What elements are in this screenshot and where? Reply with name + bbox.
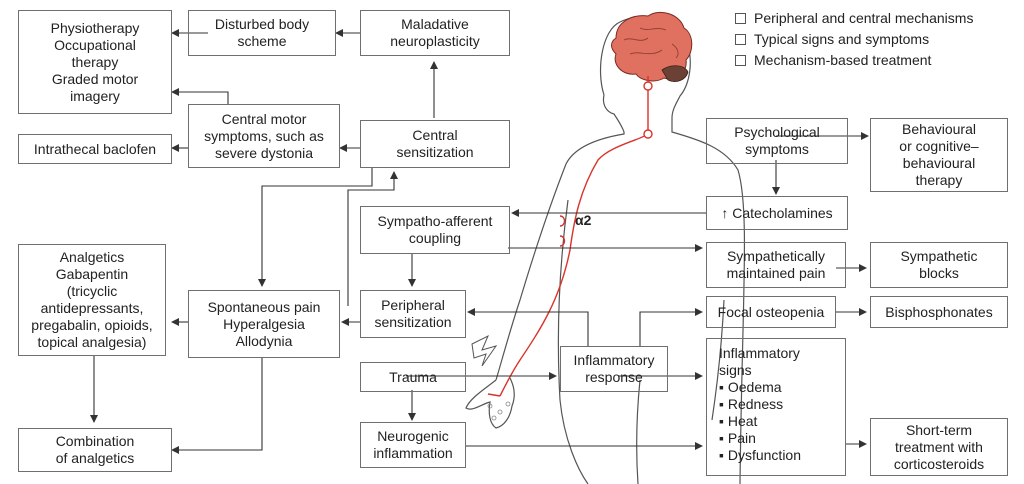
box-text-line: Sympathetic bbox=[900, 248, 978, 264]
box-text-line: Allodynia bbox=[235, 332, 293, 349]
box-focal-osteopenia: Focal osteopenia bbox=[706, 296, 836, 328]
box-text-line: Occupational bbox=[54, 36, 136, 53]
brain-icon bbox=[611, 12, 693, 82]
box-text-line: Behavioural bbox=[902, 121, 976, 137]
box-text-line: behavioural bbox=[902, 155, 976, 171]
box-text-line: therapy bbox=[71, 53, 119, 70]
box-text-line: sensitization bbox=[396, 144, 474, 160]
box-text-line: therapy bbox=[915, 172, 963, 188]
box-text-line: Short-term bbox=[905, 421, 973, 438]
box-text-line: sensitization bbox=[374, 314, 452, 330]
box-text-line: pregabalin, opioids, bbox=[31, 317, 153, 333]
box-text-line: of analgetics bbox=[55, 450, 135, 466]
box-text-line: Disturbed body bbox=[214, 16, 310, 32]
box-text-line: blocks bbox=[919, 265, 959, 281]
box-text-line: Peripheral bbox=[381, 297, 445, 313]
box-text-line: ↑ Catecholamines bbox=[721, 204, 833, 221]
box-text-line: Neurogenic bbox=[377, 428, 449, 444]
box-intrathecal-baclofen: Intrathecal baclofen bbox=[18, 134, 172, 164]
legend: Peripheral and central mechanisms Typica… bbox=[735, 8, 973, 71]
box-trauma: Trauma bbox=[360, 362, 466, 392]
box-text-line: coupling bbox=[408, 230, 462, 246]
box-text-line: ▪ Pain bbox=[719, 430, 756, 446]
box-text-line: Sympathetically bbox=[726, 248, 826, 264]
alpha2-receptor-label: α2 bbox=[575, 212, 592, 228]
box-text-line: Psychological bbox=[734, 124, 820, 140]
box-text-line: Gabapentin bbox=[55, 266, 129, 282]
legend-item-mechanisms: Peripheral and central mechanisms bbox=[735, 8, 973, 29]
box-text-line: topical analgesia) bbox=[37, 334, 147, 350]
box-text-line: Central motor bbox=[221, 110, 307, 127]
box-text-line: Trauma bbox=[389, 368, 437, 385]
box-text-line: Sympatho-afferent bbox=[377, 213, 493, 229]
box-text-line: Spontaneous pain bbox=[207, 298, 321, 315]
box-text-line: maintained pain bbox=[726, 265, 826, 281]
box-text-line: severe dystonia bbox=[214, 144, 314, 161]
box-text-line: Central bbox=[412, 127, 458, 143]
box-text-line: Hyperalgesia bbox=[223, 315, 305, 332]
legend-item-treatment: Mechanism-based treatment bbox=[735, 50, 973, 71]
connectors bbox=[90, 29, 869, 454]
box-bisphosphonates: Bisphosphonates bbox=[870, 296, 1008, 328]
legend-item-signs: Typical signs and symptoms bbox=[735, 29, 973, 50]
box-text-line: Inflammatory bbox=[573, 352, 655, 368]
box-text-line: ▪ Oedema bbox=[719, 379, 782, 395]
box-text-line: Analgetics bbox=[59, 249, 125, 265]
box-text-line: Intrathecal baclofen bbox=[33, 140, 157, 157]
box-text-line: (tricyclic bbox=[66, 283, 118, 299]
nerve-pathway bbox=[487, 76, 653, 397]
box-text-line: antidepressants, bbox=[40, 300, 144, 316]
box-text-line: Focal osteopenia bbox=[717, 303, 825, 320]
box-text-line: imagery bbox=[70, 87, 120, 104]
box-text-line: inflammation bbox=[373, 445, 453, 461]
hand-marks bbox=[487, 401, 511, 421]
box-text-line: ▪ Heat bbox=[719, 413, 758, 429]
box-text-line: treatment with bbox=[895, 438, 983, 455]
lightning-icon bbox=[471, 334, 498, 367]
box-catecholamines: ↑ Catecholamines bbox=[706, 196, 848, 230]
box-text-line: ▪ Redness bbox=[719, 396, 784, 412]
box-text-line: neuroplasticity bbox=[390, 33, 480, 49]
box-text-line: symptoms bbox=[745, 141, 809, 157]
box-text-line: symptoms, such as bbox=[204, 127, 324, 144]
box-text-line: Bisphosphonates bbox=[885, 303, 993, 320]
box-text-line: Physiotherapy bbox=[50, 19, 140, 36]
box-text-line: Maladative bbox=[401, 16, 469, 32]
box-text-line: Combination bbox=[55, 433, 135, 449]
box-text-line: Graded motor bbox=[51, 70, 139, 87]
box-text-line: signs bbox=[719, 362, 752, 378]
box-text-line: or cognitive– bbox=[899, 138, 979, 154]
box-text-line: scheme bbox=[237, 33, 287, 49]
box-text-line: ▪ Dysfunction bbox=[719, 447, 801, 463]
box-text-line: Inflammatory bbox=[719, 345, 800, 361]
box-text-line: corticosteroids bbox=[893, 455, 985, 472]
box-text-line: response bbox=[585, 369, 643, 385]
